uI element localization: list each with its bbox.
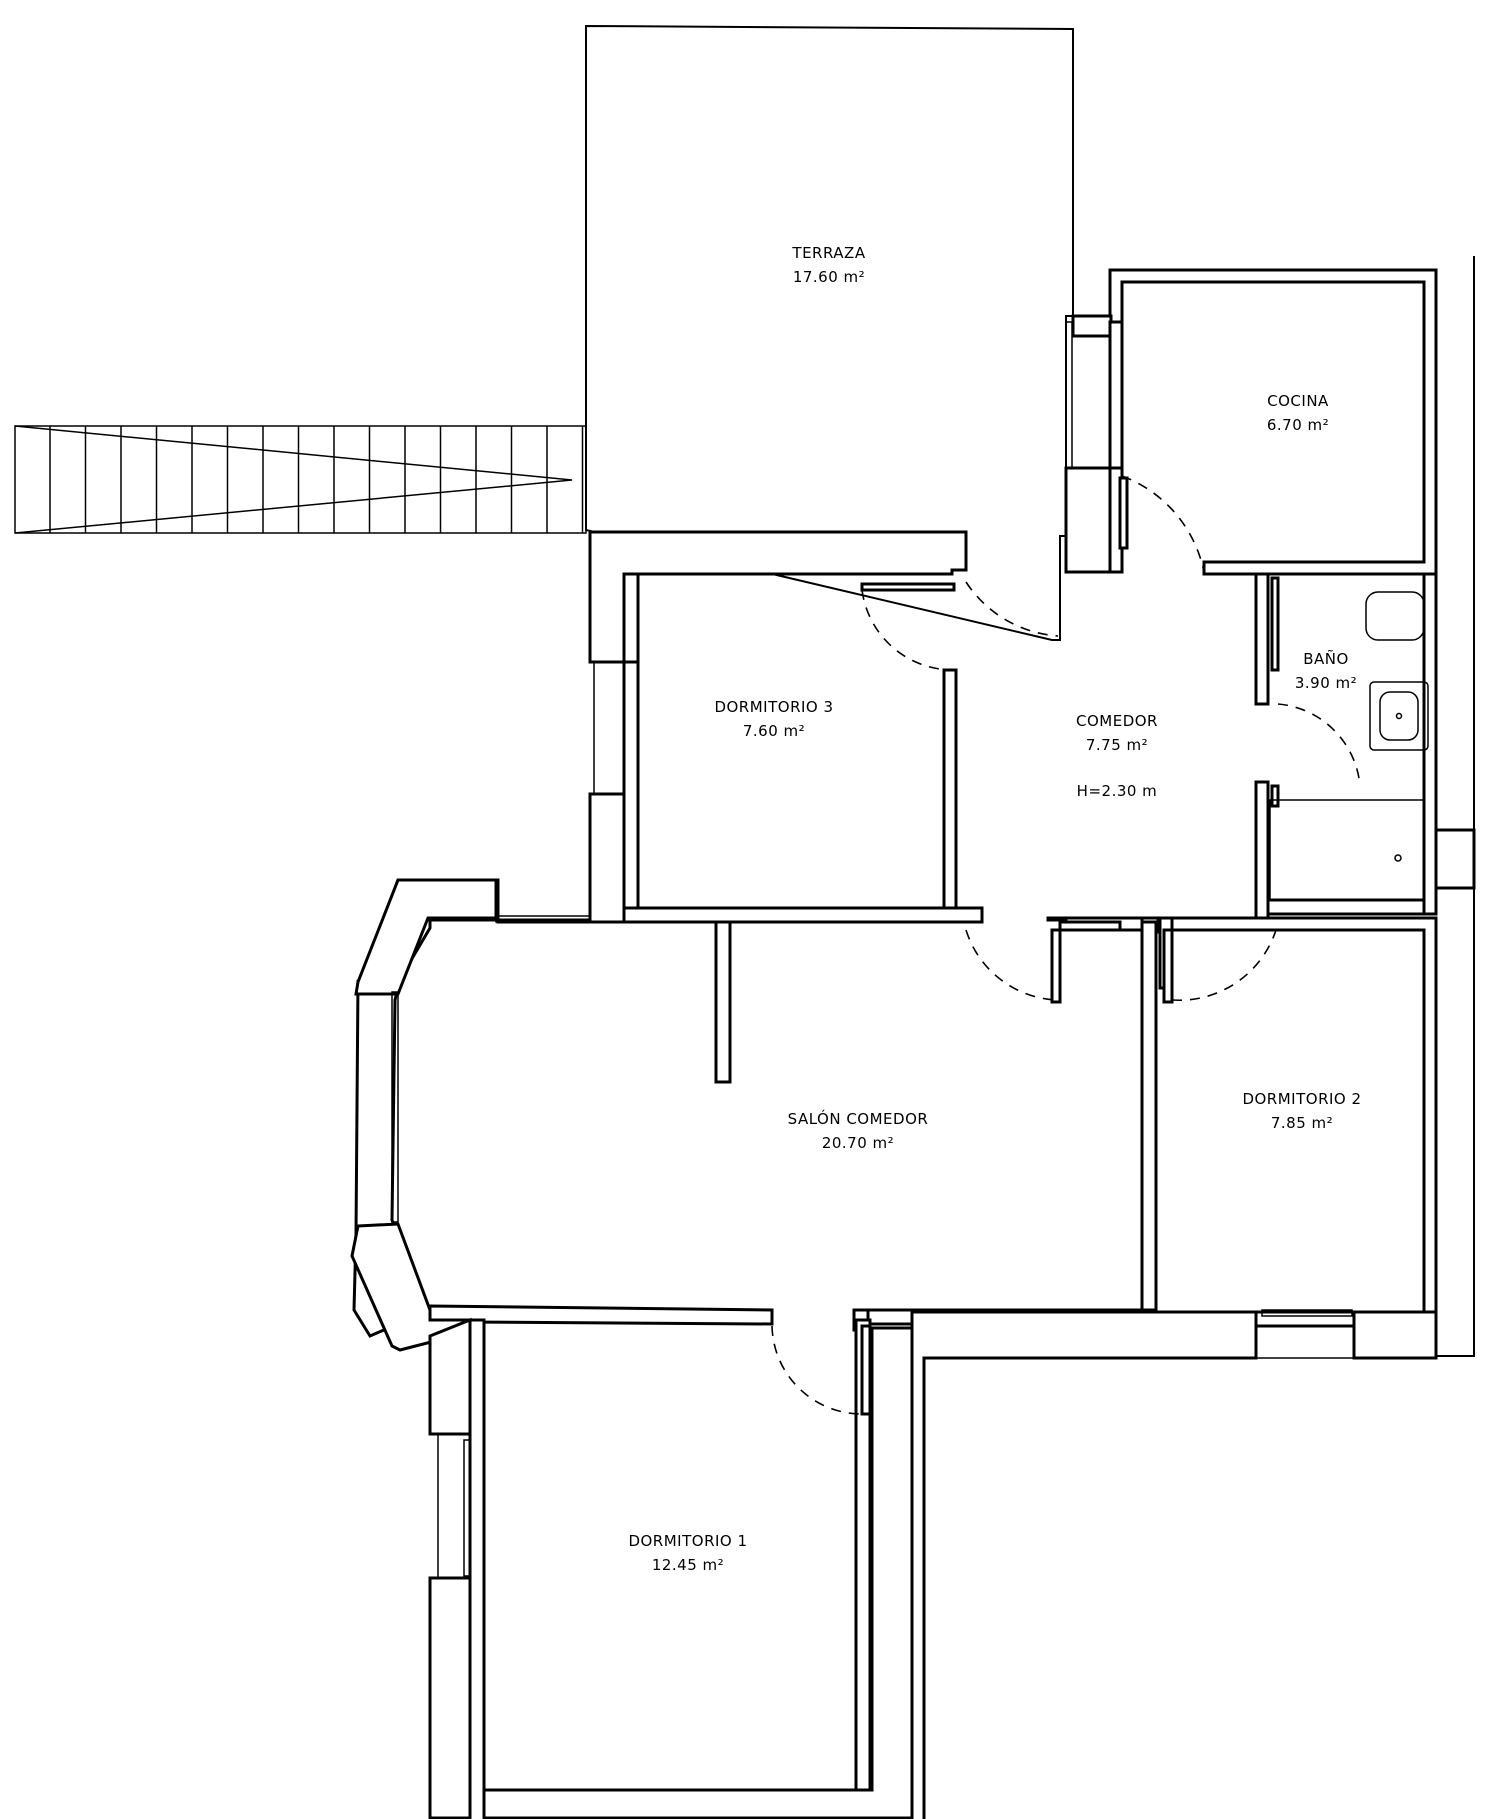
bano-walls <box>1254 572 1476 920</box>
dormitorio3-walls <box>588 530 984 924</box>
washbasin-icon <box>1369 681 1429 751</box>
exterior-stair <box>14 425 587 534</box>
comedor-height: H=2.30 m <box>1077 782 1158 800</box>
cocina-name: COCINA <box>1267 392 1329 410</box>
cocina-area: 6.70 m² <box>1267 416 1329 434</box>
bano-area: 3.90 m² <box>1295 674 1357 692</box>
property-line <box>1358 256 1475 1357</box>
salon-name: SALÓN COMEDOR <box>788 1109 929 1128</box>
terraza-outline <box>585 24 1074 641</box>
room-labels: TERRAZA 17.60 m² COCINA 6.70 m² DORMITOR… <box>628 244 1361 1574</box>
door-swings <box>771 475 1361 1416</box>
cocina-walls <box>1064 268 1438 576</box>
salon-area: 20.70 m² <box>822 1134 894 1152</box>
bano-name: BAÑO <box>1303 649 1349 668</box>
comedor-area: 7.75 m² <box>1086 736 1148 754</box>
toilet-icon <box>1365 591 1425 641</box>
dormitorio2-walls <box>910 1310 1438 1819</box>
dormitorio2-name: DORMITORIO 2 <box>1242 1090 1361 1108</box>
dormitorio1-area: 12.45 m² <box>652 1556 724 1574</box>
terraza-area: 17.60 m² <box>793 268 865 286</box>
openings <box>391 321 1353 1577</box>
terraza-name: TERRAZA <box>791 244 865 262</box>
dormitorio1-walls <box>428 1317 914 1819</box>
dormitorio3-name: DORMITORIO 3 <box>714 698 833 716</box>
dormitorio3-area: 7.60 m² <box>743 722 805 740</box>
dormitorio2-area: 7.85 m² <box>1271 1114 1333 1132</box>
dormitorio1-name: DORMITORIO 1 <box>628 1532 747 1550</box>
comedor-name: COMEDOR <box>1076 712 1158 730</box>
shower-drain-icon <box>1394 854 1402 862</box>
